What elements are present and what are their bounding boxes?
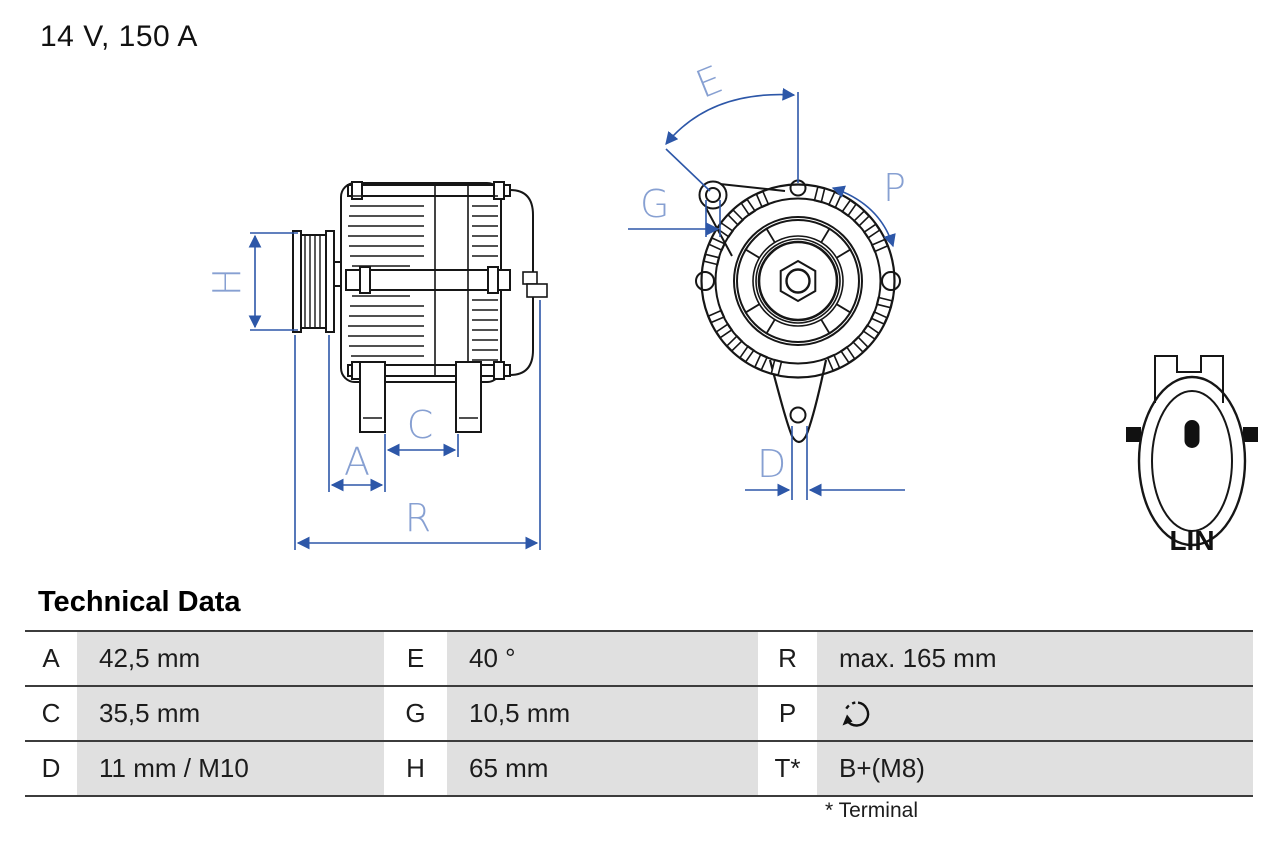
table-row: D 11 mm / M10 H 65 mm T* B+(M8) bbox=[25, 740, 1253, 797]
dim-label-D: D bbox=[757, 442, 786, 486]
table-row: C 35,5 mm G 10,5 mm P bbox=[25, 685, 1253, 740]
spec-label-cell: H bbox=[384, 742, 447, 795]
rotation-clockwise-icon bbox=[842, 700, 870, 727]
electrical-rating: 14 V, 150 A bbox=[40, 20, 198, 53]
connector-outer-shell bbox=[1137, 375, 1247, 547]
alternator-body bbox=[340, 181, 548, 433]
terminal-footnote: * Terminal bbox=[825, 799, 918, 822]
front-rings bbox=[714, 197, 882, 365]
technical-data-table: A 42,5 mm E 40 ° R max. 165 mm C 35,5 mm… bbox=[25, 630, 1253, 797]
connector-tab bbox=[1154, 355, 1224, 403]
dim-label-H: H bbox=[210, 268, 249, 297]
technical-data-heading: Technical Data bbox=[38, 586, 241, 618]
table-row: A 42,5 mm E 40 ° R max. 165 mm bbox=[25, 630, 1253, 685]
spec-value-cell: 11 mm / M10 bbox=[77, 742, 384, 795]
spec-label-cell: C bbox=[25, 687, 77, 740]
spec-label-cell: P bbox=[758, 687, 817, 740]
pulley bbox=[292, 230, 344, 333]
shaft-nut bbox=[779, 259, 817, 303]
dim-label-A: A bbox=[344, 440, 370, 484]
connector-pin bbox=[1184, 420, 1200, 448]
dim-label-G: G bbox=[640, 182, 669, 226]
housing-bumps bbox=[695, 179, 901, 291]
spec-label-cell: G bbox=[384, 687, 447, 740]
connector-label: LIN bbox=[1169, 525, 1214, 556]
spec-value-cell bbox=[817, 687, 1253, 740]
spec-value-cell: 35,5 mm bbox=[77, 687, 384, 740]
alternator-front-view-drawing: E G P D bbox=[628, 60, 906, 500]
spec-value-cell: 10,5 mm bbox=[447, 687, 758, 740]
alternator-side-view-drawing: H A C R bbox=[210, 181, 548, 550]
spec-label-cell: R bbox=[758, 632, 817, 685]
bottom-mounting-lug bbox=[768, 359, 828, 444]
connector-left-key bbox=[1126, 427, 1141, 442]
front-view-dimensions: E G P D bbox=[628, 60, 906, 500]
spec-label-cell: E bbox=[384, 632, 447, 685]
spec-label-cell: A bbox=[25, 632, 77, 685]
rotor-window-lines bbox=[744, 227, 852, 335]
dim-label-R: R bbox=[405, 496, 431, 540]
dim-label-C: C bbox=[407, 403, 434, 447]
spec-value-cell: max. 165 mm bbox=[817, 632, 1253, 685]
side-view-dimensions: H A C R bbox=[210, 232, 541, 550]
spec-value-cell: 42,5 mm bbox=[77, 632, 384, 685]
spec-value-cell: 65 mm bbox=[447, 742, 758, 795]
spec-label-cell: D bbox=[25, 742, 77, 795]
lin-connector-drawing: LIN bbox=[1126, 355, 1258, 556]
spec-value-cell: 40 ° bbox=[447, 632, 758, 685]
spec-label-cell: T* bbox=[758, 742, 817, 795]
dim-label-E: E bbox=[690, 60, 729, 107]
spec-value-cell: B+(M8) bbox=[817, 742, 1253, 795]
connector-inner-shell bbox=[1151, 390, 1233, 532]
dim-label-P: P bbox=[883, 166, 906, 210]
front-housing-outline bbox=[700, 183, 896, 379]
lug-hole bbox=[789, 406, 807, 424]
connector-right-key bbox=[1243, 427, 1258, 442]
